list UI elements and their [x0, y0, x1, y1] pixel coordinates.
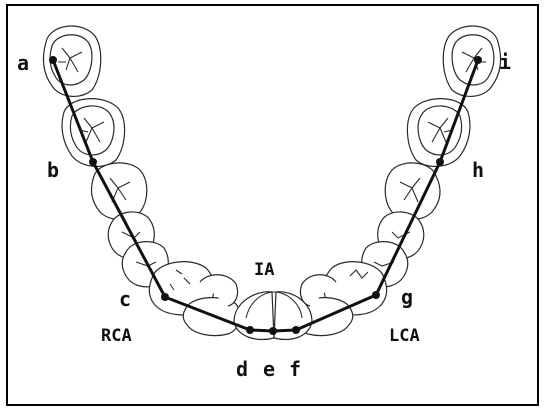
- label-ia: IA: [254, 260, 274, 280]
- label-lca: LCA: [389, 326, 420, 346]
- label-rca: RCA: [101, 326, 132, 346]
- point-d-dot: [246, 326, 254, 334]
- point-c-dot: [161, 293, 169, 301]
- point-f-dot: [292, 326, 300, 334]
- point-b-dot: [89, 158, 97, 166]
- label-e: e: [263, 357, 275, 381]
- label-c: c: [119, 287, 131, 311]
- point-g-dot: [372, 291, 380, 299]
- tooth-left-second-molar-inner: [418, 106, 462, 155]
- point-h-dot: [436, 158, 444, 166]
- label-h: h: [472, 158, 484, 182]
- label-b: b: [47, 158, 59, 182]
- tooth-right-second-molar-inner: [70, 106, 114, 155]
- point-e-dot: [269, 327, 277, 335]
- point-i-dot: [474, 56, 482, 64]
- label-a: a: [17, 51, 29, 75]
- tooth-left-first-molar: [385, 163, 440, 220]
- label-f: f: [289, 357, 301, 381]
- label-d: d: [236, 357, 248, 381]
- point-a-dot: [49, 56, 57, 64]
- label-g: g: [401, 285, 413, 309]
- label-i: i: [499, 50, 511, 74]
